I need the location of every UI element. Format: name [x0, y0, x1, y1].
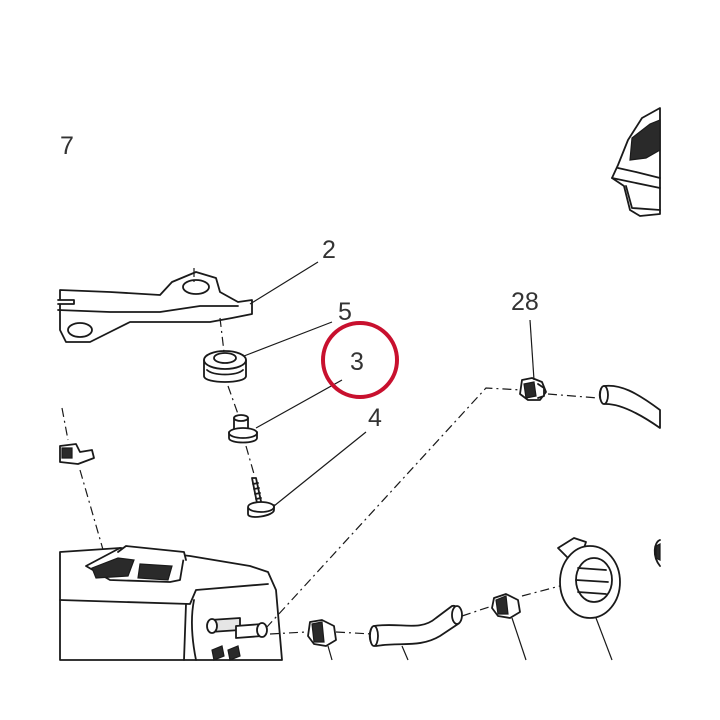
lower-hose-leader: [401, 645, 409, 661]
callout-5: 5: [338, 298, 352, 326]
left-clip[interactable]: [59, 443, 95, 465]
hose-route-line-2: [547, 393, 599, 399]
callout-2: 2: [322, 236, 336, 264]
left-clip-axis-line: [61, 407, 107, 561]
callout-7: 7: [60, 132, 74, 160]
clamp-lower-left-leader: [327, 645, 333, 661]
hose-clamp-28[interactable]: [519, 377, 547, 401]
assembly-axis-line: [219, 317, 255, 475]
callout-4: 4: [368, 404, 382, 432]
large-band-clamp[interactable]: [557, 537, 621, 619]
callout-28: 28: [511, 288, 539, 316]
callout-5-leader: [243, 321, 333, 357]
upper-hose[interactable]: [598, 384, 661, 429]
highlight-ring: [321, 321, 399, 399]
hose-clamp-lower-right[interactable]: [491, 593, 521, 619]
canister-body[interactable]: [59, 545, 283, 661]
callout-28-leader: [529, 319, 535, 381]
callout-3: 3: [350, 348, 364, 376]
hose-clamp-lower-left[interactable]: [307, 619, 337, 647]
hose-route-line-1: [265, 387, 523, 629]
top-right-housing-part[interactable]: [611, 107, 661, 217]
rubber-grommet[interactable]: [203, 350, 247, 383]
callout-3-leader: [255, 379, 343, 429]
clamp-lower-right-leader: [511, 617, 527, 661]
band-clamp-leader: [595, 617, 613, 661]
mounting-bracket[interactable]: [57, 268, 253, 343]
callout-4-leader: [273, 431, 367, 507]
right-edge-partial-part[interactable]: [653, 539, 661, 567]
bolt[interactable]: [247, 477, 275, 518]
collar-spacer[interactable]: [228, 414, 258, 444]
callout-2-leader: [249, 261, 319, 305]
lower-hose[interactable]: [368, 605, 463, 647]
